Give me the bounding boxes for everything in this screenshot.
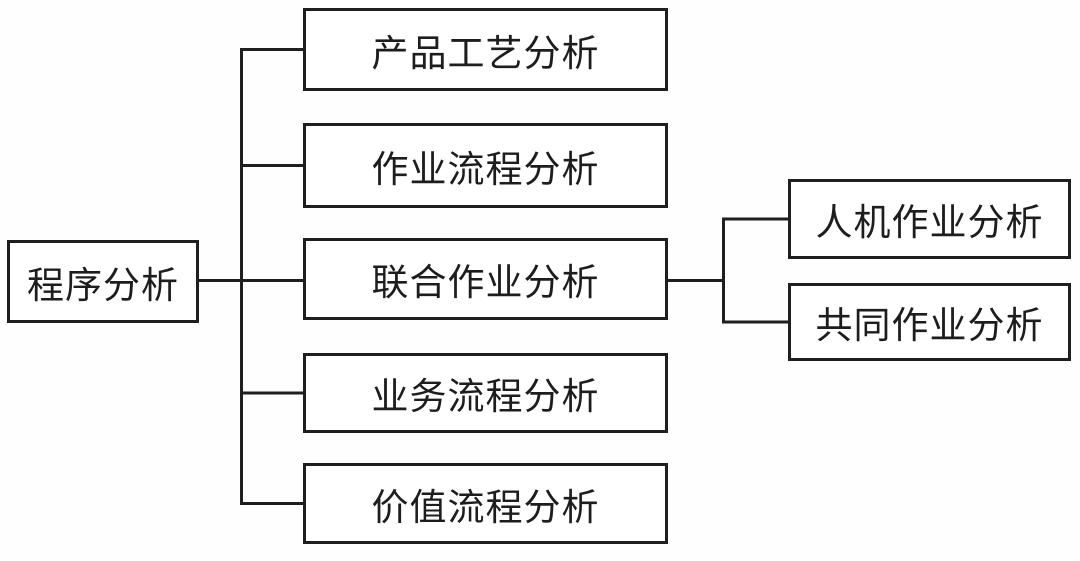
node-operation-flow-analysis-label: 作业流程分析 <box>371 147 600 191</box>
node-product-process-analysis: 产品工艺分析 <box>303 8 668 91</box>
node-man-machine-operation-analysis: 人机作业分析 <box>788 179 1071 259</box>
node-common-operation-analysis: 共同作业分析 <box>788 283 1071 361</box>
node-operation-flow-analysis: 作业流程分析 <box>303 123 668 208</box>
node-business-process-analysis-label: 业务流程分析 <box>371 375 600 418</box>
node-value-stream-analysis: 价值流程分析 <box>303 463 668 544</box>
node-product-process-analysis-label: 产品工艺分析 <box>371 31 600 75</box>
node-business-process-analysis: 业务流程分析 <box>303 353 668 433</box>
node-value-stream-analysis-label: 价值流程分析 <box>371 485 600 529</box>
node-man-machine-operation-analysis-label: 人机作业分析 <box>815 201 1044 244</box>
node-joint-operation-analysis: 联合作业分析 <box>303 238 668 320</box>
node-procedure-analysis: 程序分析 <box>7 240 199 323</box>
node-common-operation-analysis-label: 共同作业分析 <box>815 304 1044 347</box>
node-joint-operation-analysis-label: 联合作业分析 <box>371 261 600 304</box>
node-procedure-analysis-label: 程序分析 <box>27 263 179 307</box>
